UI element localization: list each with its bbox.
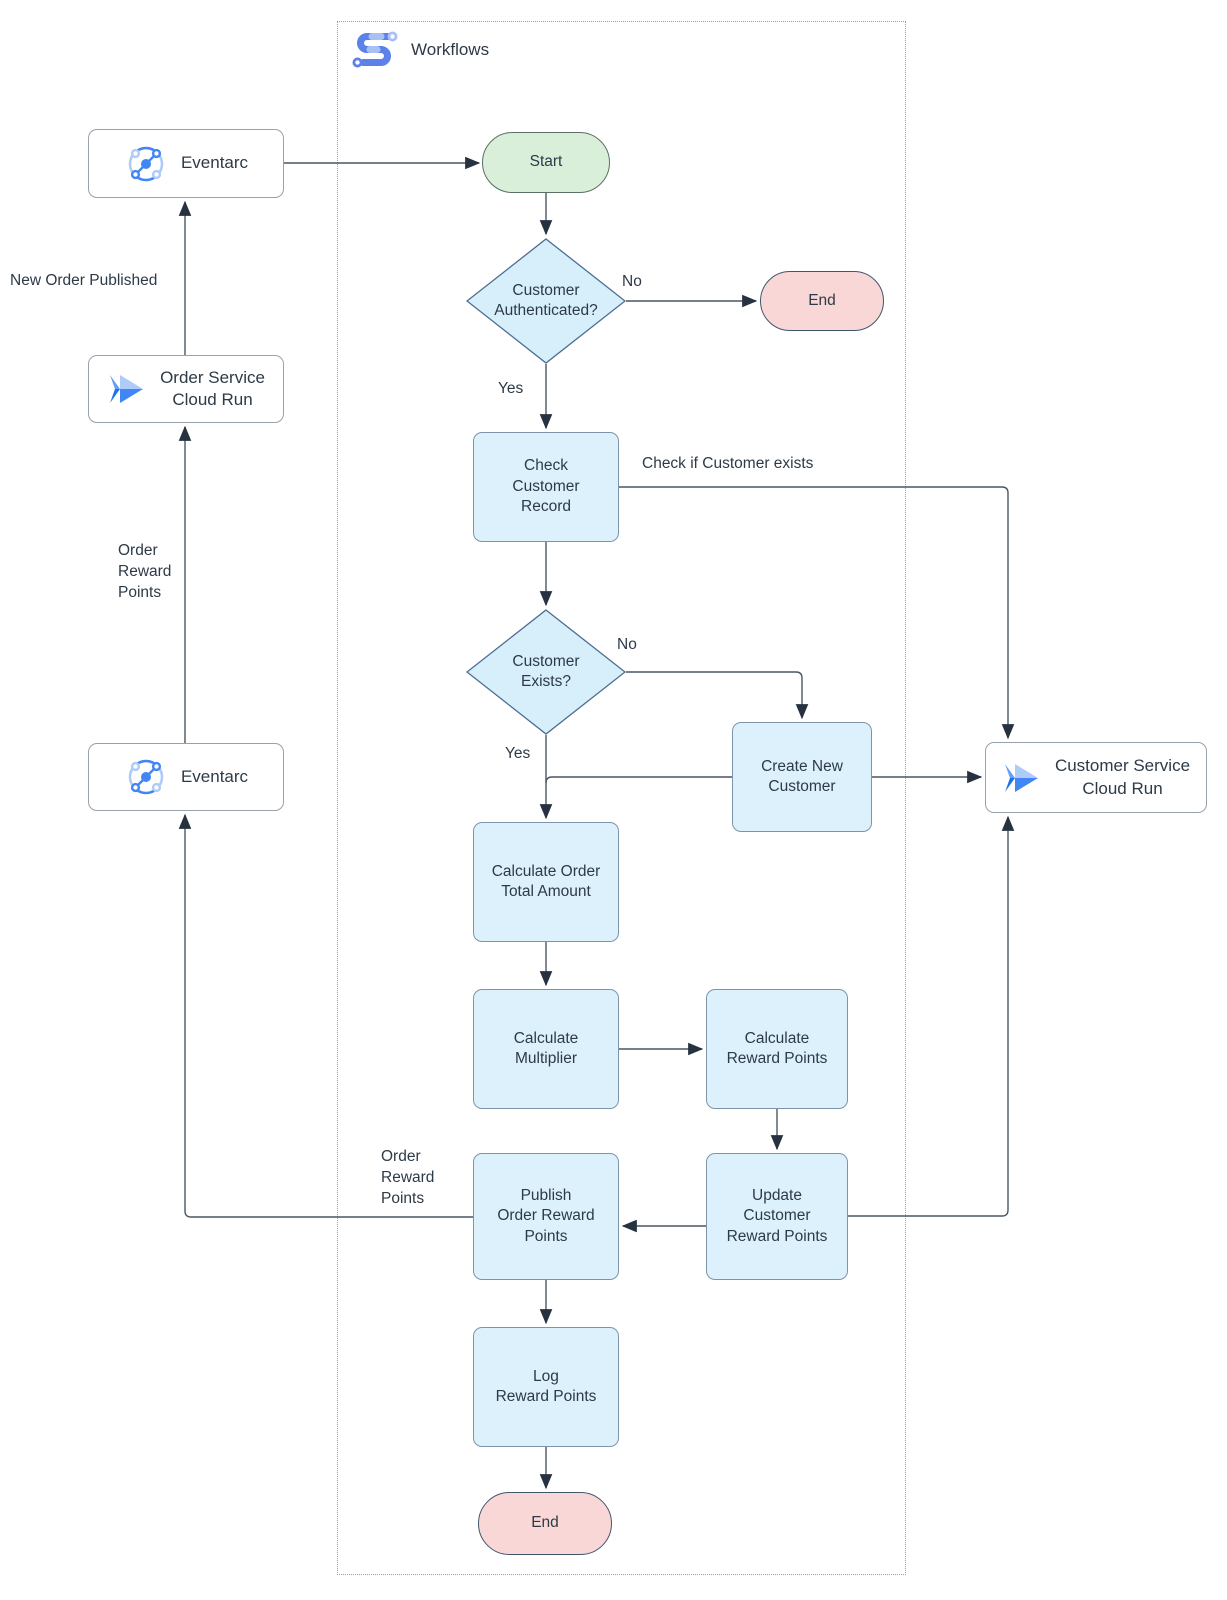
edge-exists-no-to-create	[626, 671, 809, 720]
cloud-run-icon	[107, 369, 147, 409]
eventarc-icon	[124, 755, 168, 799]
node-customer-service-cloud-run: Customer Service Cloud Run	[985, 742, 1207, 813]
node-create-new-customer: Create New Customer	[732, 722, 872, 832]
label-order-reward-points-left: Order Reward Points	[118, 542, 172, 601]
node-eventarc-top: Eventarc	[88, 129, 284, 198]
label-order-reward-points-mid: Order Reward Points	[381, 1148, 435, 1207]
node-check-customer-record: Check Customer Record	[473, 432, 619, 542]
node-order-service-cloud-run: Order Service Cloud Run	[88, 355, 284, 423]
node-customer-exists-decision: Customer Exists?	[466, 609, 626, 735]
node-customer-authenticated-decision: Customer Authenticated?	[466, 238, 626, 364]
workflows-title-block: Workflows	[350, 28, 489, 72]
edge-create-merge	[545, 776, 732, 784]
edge-update-to-customer-service	[848, 815, 1015, 1217]
node-start: Start	[482, 132, 610, 193]
diamond-shape	[466, 609, 626, 735]
node-end-top: End	[760, 271, 884, 331]
node-end-bottom: End	[478, 1492, 612, 1555]
label-exists-no: No	[617, 636, 637, 653]
label-check-if-customer-exists: Check if Customer exists	[642, 455, 814, 472]
diamond-shape	[466, 238, 626, 364]
node-calculate-reward-points: Calculate Reward Points	[706, 989, 848, 1109]
workflows-container	[337, 21, 906, 1575]
cloud-run-icon	[1002, 758, 1042, 798]
node-publish-order-reward-points: Publish Order Reward Points	[473, 1153, 619, 1280]
eventarc-icon	[124, 142, 168, 186]
workflows-title: Workflows	[411, 40, 490, 59]
node-eventarc-bottom: Eventarc	[88, 743, 284, 811]
edge-check-to-customer-service	[619, 486, 1015, 740]
label-authenticated-yes: Yes	[498, 380, 524, 397]
label-exists-yes: Yes	[505, 745, 531, 762]
label-authenticated-no: No	[622, 273, 642, 290]
node-calculate-order-total: Calculate Order Total Amount	[473, 822, 619, 942]
edge-publish-to-eventarc-bottom	[178, 813, 473, 1218]
node-update-customer-reward-points: Update Customer Reward Points	[706, 1153, 848, 1280]
label-new-order-published: New Order Published	[10, 272, 158, 289]
node-log-reward-points: Log Reward Points	[473, 1327, 619, 1447]
node-calculate-multiplier: Calculate Multiplier	[473, 989, 619, 1109]
